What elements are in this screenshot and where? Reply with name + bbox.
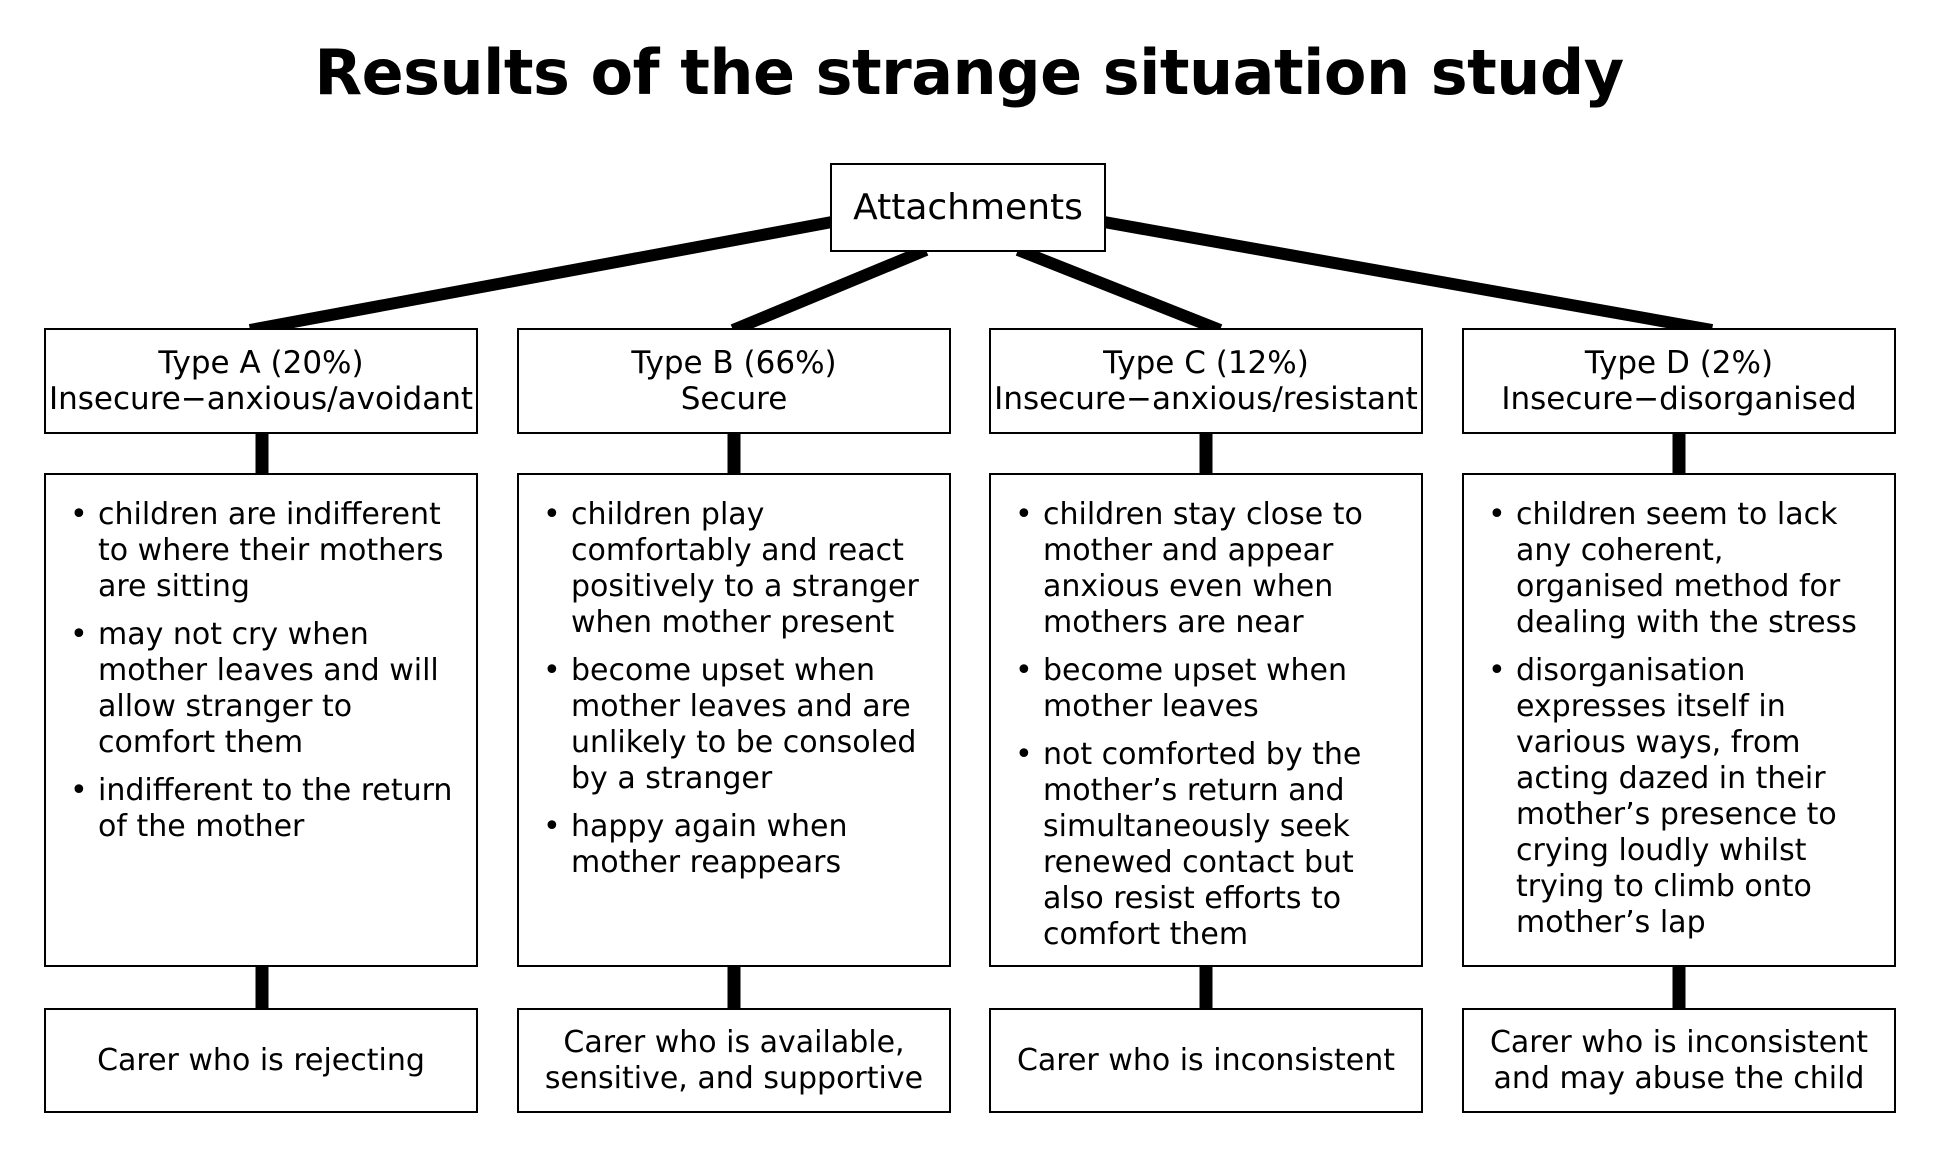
type-b-description-box: •children play comfortably and react pos… xyxy=(517,473,951,967)
type-a-carer-box: Carer who is rejecting xyxy=(44,1008,478,1113)
connector-root-to-type-b xyxy=(730,244,929,336)
bullet-item: •happy again when mother reappears xyxy=(543,809,848,880)
bullet-text: children seem to lack any coherent, orga… xyxy=(1516,497,1857,640)
bullet-item: •may not cry when mother leaves and will… xyxy=(70,617,439,760)
bullet-text: indifferent to the return of the mother xyxy=(98,773,453,844)
type-c-box: Type C (12%) Insecure−anxious/resistant xyxy=(989,328,1423,434)
type-c-carer-box: Carer who is inconsistent xyxy=(989,1008,1423,1113)
type-b-box: Type B (66%) Secure xyxy=(517,328,951,434)
type-b-subtitle: Secure xyxy=(680,381,788,417)
type-b-carer-box: Carer who is available, sensitive, and s… xyxy=(517,1008,951,1113)
type-c-name: Type C (12%) xyxy=(1103,345,1309,381)
bullet-text: children play comfortably and react posi… xyxy=(571,497,919,640)
bullet-text: become upset when mother leaves and are … xyxy=(571,653,917,796)
type-d-subtitle: Insecure−disorganised xyxy=(1501,381,1857,417)
bullet-text: become upset when mother leaves xyxy=(1043,653,1348,724)
bullet-text: children are indifferent to where their … xyxy=(98,497,444,604)
type-d-name: Type D (2%) xyxy=(1584,345,1774,381)
type-d-bullet-list: •children seem to lack any coherent, org… xyxy=(1488,497,1880,941)
type-d-box: Type D (2%) Insecure−disorganised xyxy=(1462,328,1896,434)
type-d-carer-text: Carer who is inconsistent and may abuse … xyxy=(1489,1024,1869,1096)
type-c-carer-text: Carer who is inconsistent xyxy=(1016,1042,1396,1078)
type-d-description-box: •children seem to lack any coherent, org… xyxy=(1462,473,1896,967)
bullet-text: not comforted by the mother’s return and… xyxy=(1043,737,1362,952)
bullet-text: disorganisation expresses itself in vari… xyxy=(1516,653,1837,940)
bullet-item: •children play comfortably and react pos… xyxy=(543,497,919,640)
connector-root-to-type-c xyxy=(1015,244,1223,336)
bullet-item: •not comforted by the mother’s return an… xyxy=(1015,737,1362,952)
type-a-box: Type A (20%) Insecure−anxious/avoidant xyxy=(44,328,478,434)
connector-root-to-type-d xyxy=(1102,216,1714,336)
type-c-subtitle: Insecure−anxious/resistant xyxy=(994,381,1418,417)
bullet-item: •children seem to lack any coherent, org… xyxy=(1488,497,1857,640)
type-b-name: Type B (66%) xyxy=(631,345,837,381)
type-c-description-box: •children stay close to mother and appea… xyxy=(989,473,1423,967)
type-b-carer-text: Carer who is available, sensitive, and s… xyxy=(544,1024,924,1096)
type-b-bullet-list: •children play comfortably and react pos… xyxy=(543,497,935,881)
type-a-bullet-list: •children are indifferent to where their… xyxy=(70,497,462,845)
attachments-root-label: Attachments xyxy=(853,187,1083,228)
diagram-title: Results of the strange situation study xyxy=(314,36,1624,109)
bullet-item: •indifferent to the return of the mother xyxy=(70,773,453,844)
bullet-item: •children are indifferent to where their… xyxy=(70,497,444,604)
type-a-carer-text: Carer who is rejecting xyxy=(97,1042,425,1078)
bullet-item: •become upset when mother leaves xyxy=(1015,653,1348,724)
type-d-carer-box: Carer who is inconsistent and may abuse … xyxy=(1462,1008,1896,1113)
bullet-item: •disorganisation expresses itself in var… xyxy=(1488,653,1837,940)
type-a-subtitle: Insecure−anxious/avoidant xyxy=(48,381,474,417)
bullet-text: happy again when mother reappears xyxy=(571,809,848,880)
type-a-name: Type A (20%) xyxy=(158,345,364,381)
type-a-description-box: •children are indifferent to where their… xyxy=(44,473,478,967)
type-c-bullet-list: •children stay close to mother and appea… xyxy=(1015,497,1407,953)
bullet-item: •children stay close to mother and appea… xyxy=(1015,497,1363,640)
bullet-item: •become upset when mother leaves and are… xyxy=(543,653,917,796)
connector-root-to-type-a xyxy=(248,216,834,336)
bullet-text: may not cry when mother leaves and will … xyxy=(98,617,439,760)
attachments-root-box: Attachments xyxy=(830,163,1106,252)
bullet-text: children stay close to mother and appear… xyxy=(1043,497,1363,640)
